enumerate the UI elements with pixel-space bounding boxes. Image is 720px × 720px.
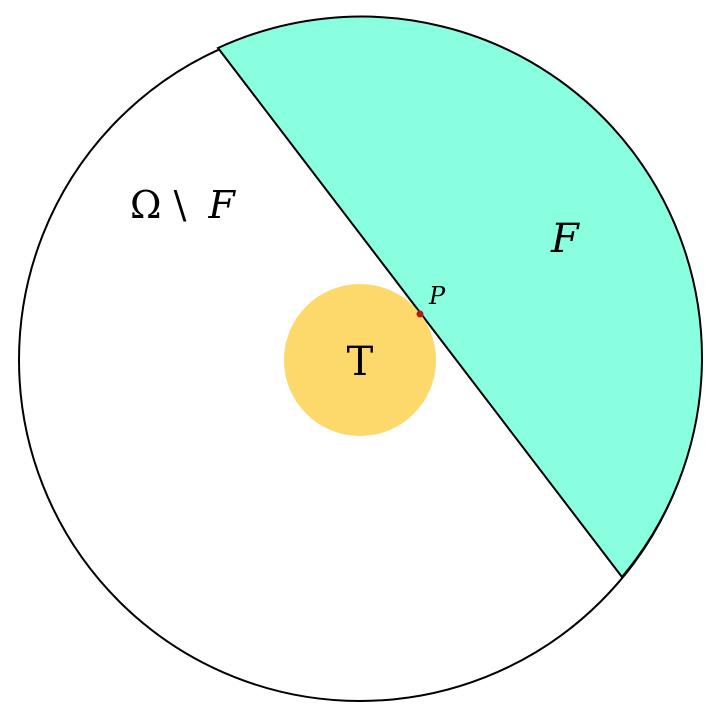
point-p-label: P: [428, 282, 446, 310]
complement-symbol: Ω \: [130, 183, 187, 227]
complement-label: Ω \ F: [130, 183, 236, 227]
region-f-label: F: [550, 216, 580, 262]
point-p-marker: [416, 310, 424, 318]
complement-set: F: [207, 183, 236, 227]
center-disk-t: [284, 284, 436, 436]
center-t-label: T: [347, 339, 374, 385]
region-f-segment: [216, 15, 703, 579]
